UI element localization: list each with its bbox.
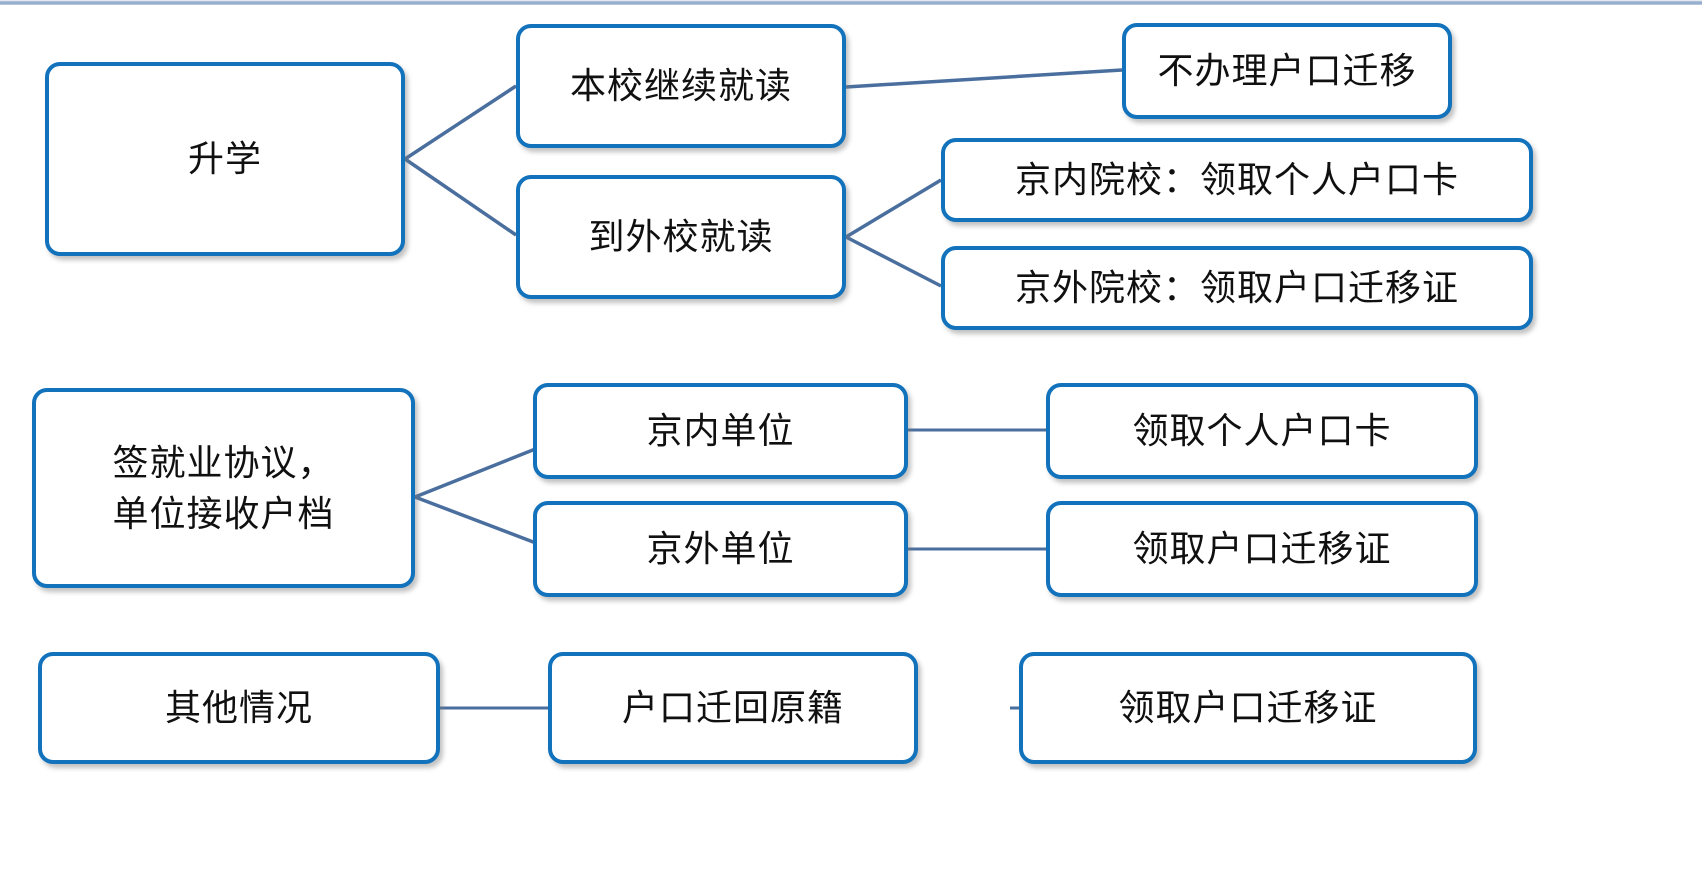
node-other-situation[interactable]: 其他情况 (38, 652, 440, 764)
node-further-study[interactable]: 升学 (45, 62, 405, 256)
node-in-beijing-school[interactable]: 京内院校：领取个人户口卡 (941, 138, 1533, 222)
connector-further-study-to-stay (404, 84, 517, 161)
node-stay-same-school[interactable]: 本校继续就读 (516, 24, 846, 148)
slide-top-accent-bar (0, 0, 1702, 5)
node-no-transfer[interactable]: 不办理户口迁移 (1122, 23, 1452, 119)
node-out-beijing-school[interactable]: 京外院校：领取户口迁移证 (941, 246, 1533, 330)
node-in-beijing-employer[interactable]: 京内单位 (533, 383, 908, 479)
connector-further-study-to-other (404, 157, 517, 237)
node-other-school[interactable]: 到外校就读 (516, 175, 846, 299)
node-get-transfer-cert-2[interactable]: 领取户口迁移证 (1019, 652, 1477, 764)
node-return-hometown[interactable]: 户口迁回原籍 (548, 652, 918, 764)
connector-other-to-in-beijing (845, 178, 942, 239)
connector-other-to-out-beijing (845, 235, 942, 288)
node-get-transfer-cert[interactable]: 领取户口迁移证 (1046, 501, 1478, 597)
node-out-beijing-employer[interactable]: 京外单位 (533, 501, 908, 597)
node-employment-agreement[interactable]: 签就业协议， 单位接收户档 (32, 388, 415, 588)
node-get-personal-card[interactable]: 领取个人户口卡 (1046, 383, 1478, 479)
connector-stay-to-no-transfer (845, 68, 1123, 89)
